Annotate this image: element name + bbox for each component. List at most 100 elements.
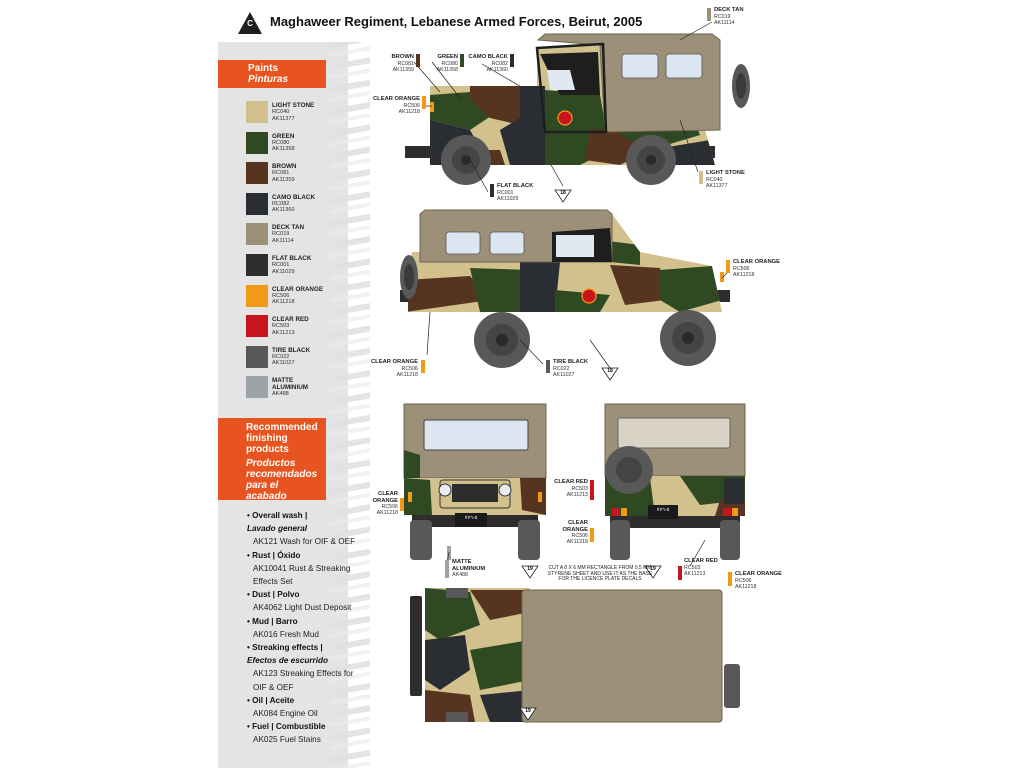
callout-name: CLEAR ORANGE [372, 491, 398, 504]
callout-clear-orange-6: CLEAR ORANGE RC506 AK11218 [735, 571, 782, 590]
leader-lines [413, 21, 729, 567]
callout-swatch [546, 360, 550, 373]
paints-heading-es: Pinturas [248, 74, 289, 85]
finishing-category-es: Efectos de escurrido [247, 656, 328, 666]
paint-code: AK11218 [272, 299, 295, 306]
side-view-right [400, 209, 730, 368]
finishing-heading-en: Recommended finishing products [246, 422, 318, 455]
paint-code: AK11360 [272, 207, 295, 214]
finishing-product: Effects Set [253, 577, 293, 586]
paint-name: LIGHT STONE [272, 102, 315, 109]
paint-name: GREEN [272, 132, 295, 140]
callout-code: AK11358 [436, 66, 458, 73]
finishing-category: • Dust | Polvo [247, 590, 299, 599]
paint-swatch [246, 223, 268, 246]
paint-code: RC040 [272, 109, 290, 115]
callout-clear-orange-3: CLEAR ORANGE RC506 AK11218 [368, 359, 418, 378]
callout-swatch [490, 184, 494, 197]
marker-label: 18 [607, 368, 613, 374]
marker-label: 18 [560, 190, 566, 196]
finishing-category-es: Lavado general [247, 524, 308, 534]
callout-clear-red-2: CLEAR RED RC503 AK11213 [684, 558, 718, 577]
callout-code: AK11213 [566, 491, 588, 498]
callout-light-stone: LIGHT STONE RC040 AK11377 [706, 170, 745, 189]
paint-code: AK11029 [272, 268, 295, 275]
finishing-category: • Overall wash | [247, 511, 307, 520]
paint-code: RC081 [272, 170, 290, 177]
paint-name: BROWN [272, 163, 297, 171]
callout-clear-orange-4: CLEAR ORANGE RC506 AK11218 [358, 491, 398, 516]
finishing-category: • Fuel | Combustible [247, 722, 325, 731]
callout-code: AK11218 [735, 583, 757, 590]
callout-camo-black: CAMO BLACK RC082 AK11360 [466, 54, 508, 73]
rear-licence-plate: ٥-٧٧٦ [656, 507, 670, 513]
callout-code: RC082 [491, 60, 509, 67]
callout-swatch [422, 96, 426, 109]
callout-code: RC503 [684, 564, 701, 571]
callout-code: AK11218 [566, 539, 588, 545]
callout-swatch [510, 54, 514, 67]
callout-code: RC506 [403, 102, 421, 109]
callout-swatch [699, 171, 703, 184]
callout-code: AK11213 [684, 570, 706, 577]
page-title: Maghaweer Regiment, Lebanese Armed Force… [270, 14, 643, 29]
paints-heading: Paints Pinturas [218, 60, 326, 88]
paint-swatch [246, 101, 268, 123]
finishing-product: AK121 Wash for OIF & OEF [253, 537, 356, 547]
paint-code: AK11358 [272, 146, 295, 153]
callout-code: AK11114 [714, 19, 735, 26]
callout-name: CLEAR ORANGE [372, 96, 420, 102]
callout-code: RC019 [714, 13, 731, 20]
bullet-icon: • [247, 550, 253, 560]
licence-plate-note: CUT A 8 X 6 MM RECTANGLE FROM 0,5 MM STY… [547, 565, 653, 582]
callout-name: CLEAR RED [684, 558, 718, 564]
finishing-category-label: Streaking effects | [252, 643, 323, 652]
callout-clear-orange-2: CLEAR ORANGE RC506 AK11218 [733, 259, 780, 278]
rear-view [590, 403, 746, 586]
paint-code: RC506 [272, 292, 290, 299]
callout-code: RC081 [397, 60, 415, 67]
callout-code: RC080 [441, 60, 459, 67]
paints-heading-en: Paints [248, 63, 279, 74]
callout-swatch [726, 260, 730, 273]
finishing-category-label: Oil | Aceite [252, 695, 295, 705]
callout-code: AK11029 [497, 195, 519, 202]
finishing-category-label: Rust | Óxido [252, 550, 301, 560]
paint-name: MATTE ALUMINIUM [272, 377, 309, 392]
callout-brown: BROWN RC081 AK11359 [372, 54, 414, 73]
callout-name: CLEAR ORANGE [733, 259, 781, 265]
callout-green: GREEN RC080 AK11358 [418, 54, 458, 73]
finishing-category: • Oil | Aceite [247, 696, 294, 705]
paint-code: RC001 [272, 262, 290, 268]
callout-code: AK11377 [706, 182, 728, 189]
callout-code: AK11027 [553, 371, 575, 378]
paint-swatch [246, 131, 268, 154]
finishing-product: OIF & OEF [253, 682, 294, 692]
bullet-icon: • [247, 695, 253, 705]
panel-torn-edge [330, 42, 370, 768]
finishing-category-label: Overall wash | [252, 511, 308, 520]
finishing-product: AK10041 Rust & Streaking [253, 563, 351, 573]
paint-code: AK11377 [272, 115, 295, 122]
bullet-icon: • [247, 722, 253, 732]
paint-swatch [246, 192, 268, 215]
callout-code: RC001 [497, 189, 514, 196]
front-view [403, 403, 547, 560]
callout-tire-black: TIRE BLACK RC022 AK11027 [553, 359, 588, 378]
callout-matte-aluminium: MATTE ALUMINIUM AK488 [452, 559, 492, 578]
bullet-icon: • [247, 590, 253, 600]
paint-swatch [246, 315, 268, 338]
callout-clear-orange-1: CLEAR ORANGE RC506 AK11218 [366, 96, 420, 115]
callout-code: RC503 [571, 485, 589, 492]
callout-name: CLEAR RED [554, 479, 588, 485]
callout-name: CAMO BLACK [468, 54, 508, 60]
callout-code: AK11218 [396, 371, 418, 378]
callout-code: AK11360 [486, 66, 508, 73]
callout-code: RC506 [733, 265, 750, 272]
paint-swatch [246, 254, 268, 276]
callout-name: DECK TAN [714, 7, 744, 13]
callout-name: FLAT BLACK [497, 183, 534, 189]
callout-code: RC506 [571, 533, 589, 539]
finishing-category: • Mud | Barro [247, 617, 298, 626]
